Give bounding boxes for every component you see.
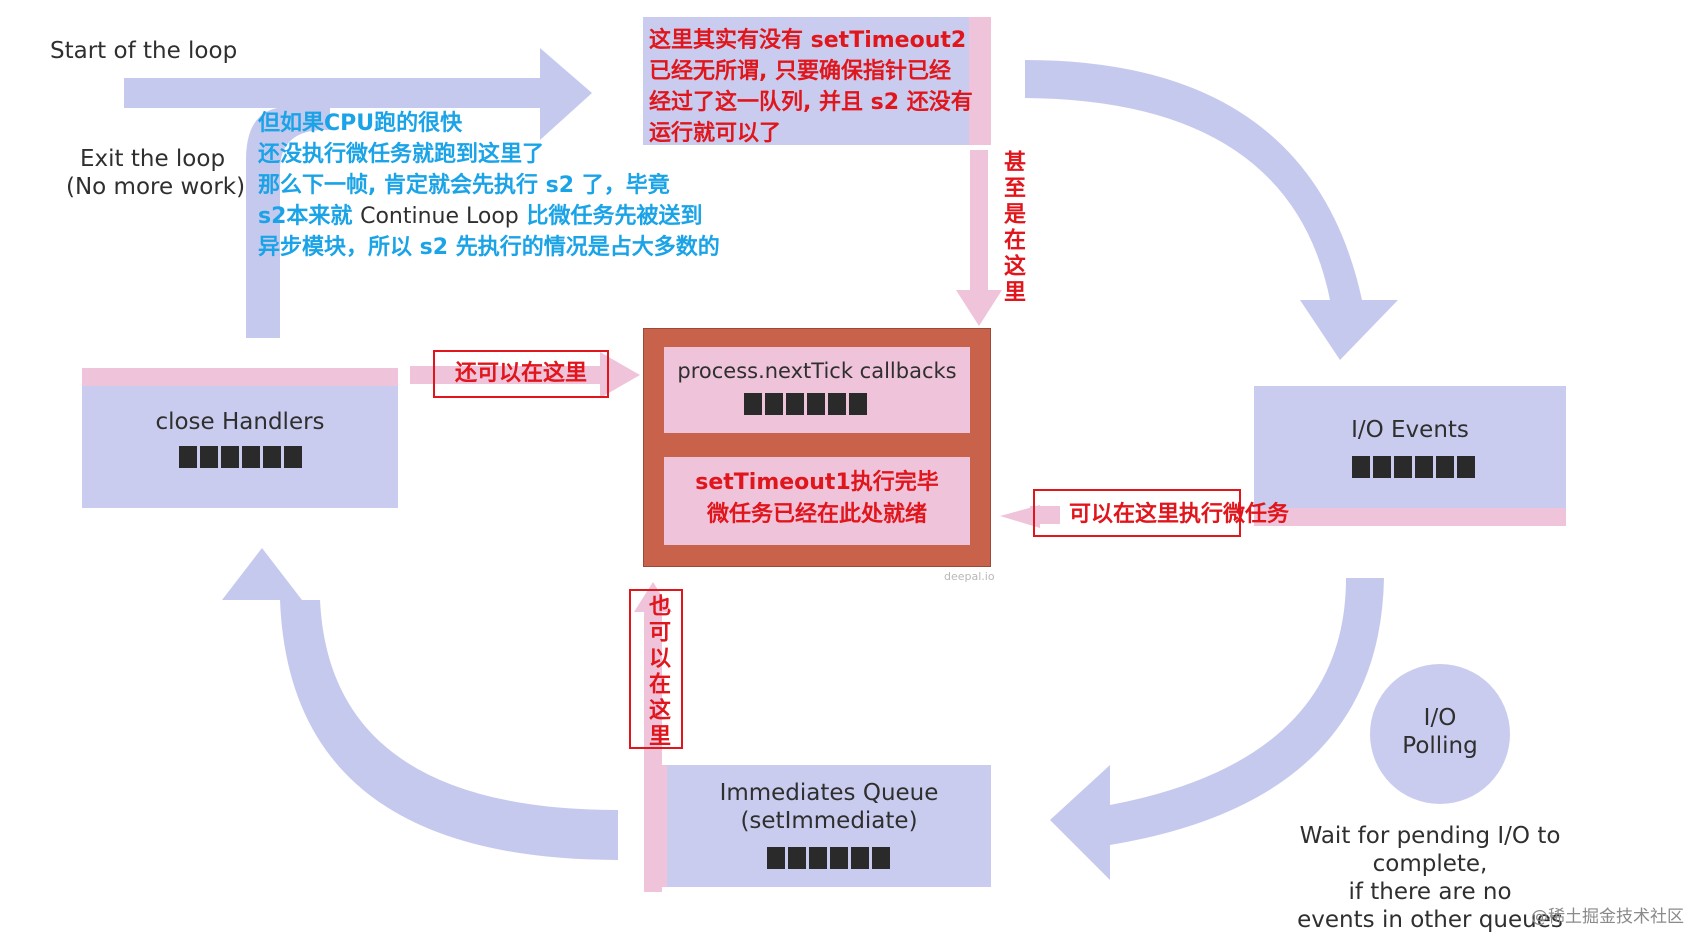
start-loop-label: Start of the loop bbox=[50, 38, 238, 64]
blue-line-1: 但如果CPU跑的很快 bbox=[258, 111, 463, 136]
arrow-io-to-center-shaft bbox=[1030, 506, 1060, 524]
io-events-queue bbox=[1352, 456, 1475, 478]
center-red-line-1: setTimeout1执行完毕 bbox=[695, 470, 939, 495]
wait-line-1: Wait for pending I/O to complete, bbox=[1299, 823, 1561, 877]
exit-loop-label: Exit the loop bbox=[80, 146, 226, 172]
arrow-to-close bbox=[222, 548, 618, 860]
nexttick-box: process.nextTick callbacks bbox=[664, 347, 970, 433]
close-handlers-label: close Handlers bbox=[155, 409, 325, 435]
close-handlers-queue bbox=[179, 446, 302, 468]
also-here-annotation: 还可以在这里 bbox=[433, 350, 609, 398]
top-red-line-1: 这里其实有没有 setTimeout2 bbox=[649, 28, 967, 53]
top-red-line-4: 运行就可以了 bbox=[649, 121, 782, 146]
immediates-queue bbox=[767, 847, 890, 869]
continue-loop-label: Continue Loop bbox=[360, 204, 519, 229]
io-events-box: I/O Events bbox=[1254, 386, 1566, 526]
wait-line-2: if there are no bbox=[1348, 879, 1512, 905]
close-handlers-stripe bbox=[82, 368, 398, 386]
close-handlers-box: close Handlers bbox=[82, 368, 398, 508]
blue-line-4b: 比微任务先被送到 bbox=[526, 204, 703, 229]
io-events-label: I/O Events bbox=[1351, 417, 1469, 443]
microtask-center-box: process.nextTick callbacks setTimeout1执行… bbox=[643, 328, 991, 567]
immediates-box: Immediates Queue (setImmediate) bbox=[667, 765, 991, 887]
arrow-close-to-center bbox=[410, 352, 640, 398]
blue-line-3: 那么下一帧, 肯定就会先执行 s2 了，毕竟 bbox=[258, 173, 670, 198]
center-red-line-2: 微任务已经在此处就绪 bbox=[706, 502, 927, 527]
arrow-to-io-events bbox=[1025, 60, 1398, 360]
settimeout-box: setTimeout1执行完毕 微任务已经在此处就绪 bbox=[664, 457, 970, 545]
site-watermark: @稀土掘金技术社区 bbox=[1531, 907, 1684, 927]
can-exec-annotation: 可以在这里执行微任务 bbox=[1033, 489, 1289, 537]
arrow-top-to-center bbox=[956, 150, 1002, 326]
immediates-stripe bbox=[647, 765, 667, 887]
blue-line-4: s2本来就 Continue Loop 比微任务先被送到 bbox=[258, 201, 720, 232]
blue-annotation: 但如果CPU跑的很快 还没执行微任务就跑到这里了 那么下一帧, 肯定就会先执行 … bbox=[258, 108, 720, 263]
blue-line-2: 还没执行微任务就跑到这里了 bbox=[258, 142, 545, 167]
arrow-to-immediates bbox=[1050, 578, 1384, 880]
start-arrow bbox=[124, 48, 592, 140]
nexttick-queue bbox=[744, 393, 867, 415]
io-polling-label-1: I/O bbox=[1423, 705, 1457, 731]
top-annotation-stripe bbox=[969, 17, 991, 145]
watermark: deepal.io bbox=[944, 570, 995, 583]
top-red-line-3: 经过了这一队列, 并且 s2 还没有 bbox=[649, 90, 973, 115]
arrow-immediates-up-head bbox=[634, 582, 672, 612]
vertical-bottom-frame bbox=[629, 589, 683, 749]
vertical-top-annotation: 甚至是在这里 bbox=[1000, 150, 1025, 306]
top-red-line-2: 已经无所谓, 只要确保指针已经 bbox=[649, 59, 952, 84]
vertical-bottom-annotation: 也可以在这里 bbox=[645, 594, 670, 750]
top-annotation-box: 这里其实有没有 setTimeout2 已经无所谓, 只要确保指针已经 经过了这… bbox=[643, 17, 991, 146]
io-polling-circle: I/O Polling bbox=[1370, 664, 1510, 804]
io-polling-label-2: Polling bbox=[1402, 733, 1478, 759]
immediates-label-2: (setImmediate) bbox=[740, 808, 918, 834]
io-events-stripe bbox=[1254, 508, 1566, 526]
exit-arrow bbox=[246, 107, 330, 338]
nexttick-label: process.nextTick callbacks bbox=[677, 359, 957, 383]
no-more-work-label: (No more work) bbox=[66, 174, 246, 200]
immediates-label-1: Immediates Queue bbox=[719, 780, 939, 806]
blue-line-5: 异步模块，所以 s2 先执行的情况是占大多数的 bbox=[258, 235, 720, 260]
blue-line-4a: s2本来就 bbox=[258, 204, 353, 229]
